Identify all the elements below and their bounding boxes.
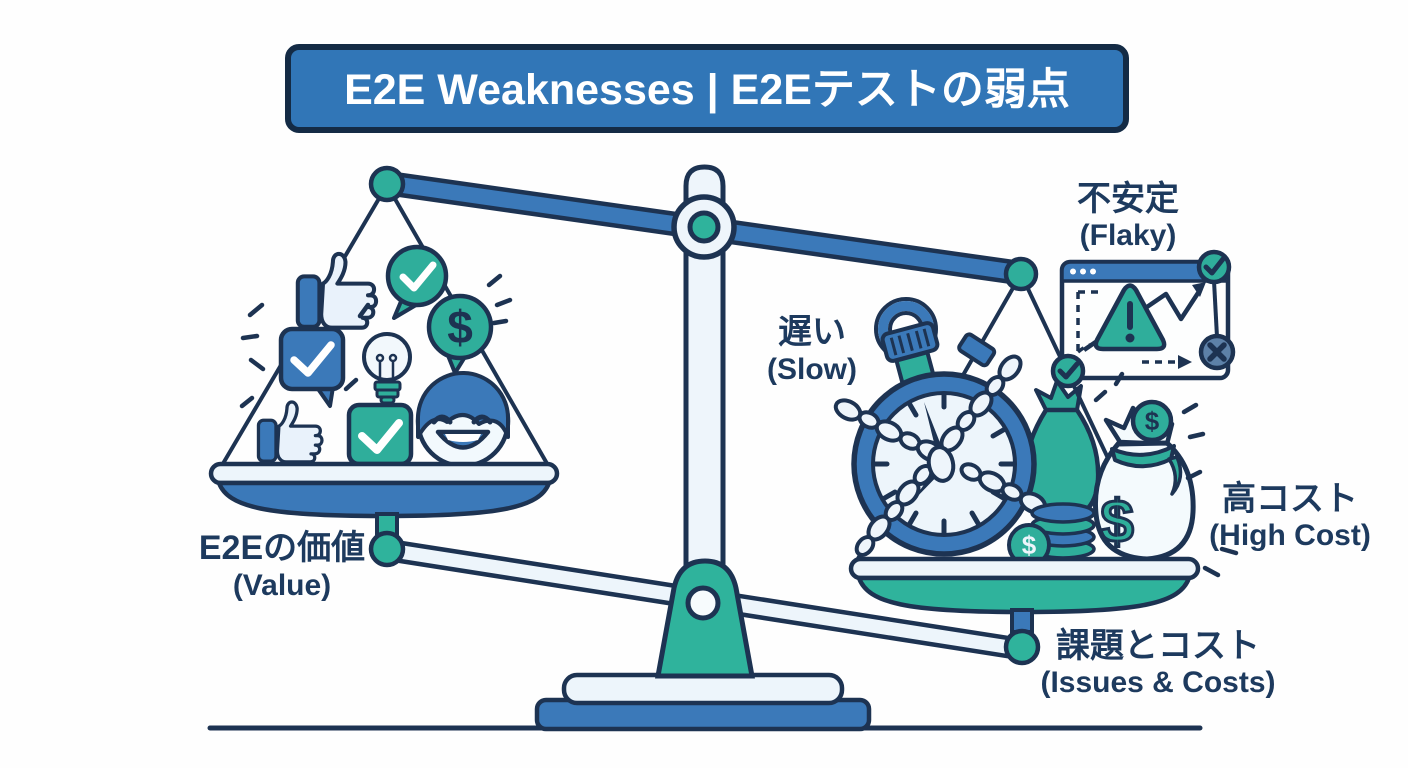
check-square-icon xyxy=(346,402,414,467)
title-banner: E2E Weaknesses | E2Eテストの弱点 xyxy=(285,44,1129,133)
check-icon xyxy=(290,341,335,377)
check-bubble-teal-icon xyxy=(385,244,449,320)
left-pan xyxy=(208,461,560,568)
fail-circle xyxy=(1198,333,1236,371)
bag-ribbon xyxy=(1110,444,1176,469)
warning-triangle-icon xyxy=(1093,283,1167,352)
pedestal xyxy=(655,558,755,679)
titlebar-dot xyxy=(1080,268,1086,275)
label-value-en: (Value) xyxy=(233,569,331,602)
label-issues-costs-jp: 課題とコスト xyxy=(1056,626,1260,665)
sparkle-dashes-left xyxy=(239,273,513,409)
trend-arrowhead xyxy=(1192,282,1206,297)
stopwatch-button xyxy=(957,332,997,368)
flaky-chart-window xyxy=(1059,259,1231,381)
lightbulb-icon xyxy=(362,332,412,405)
label-high-cost-jp: 高コスト xyxy=(1222,480,1358,518)
coin-stack-icon: $ xyxy=(1007,502,1096,567)
dollar-bubble-icon: $ xyxy=(426,293,494,375)
label-slow-jp: 遅い xyxy=(778,313,846,351)
dollar-glyph: $ xyxy=(1022,530,1037,560)
label-issues-costs-en: (Issues & Costs) xyxy=(1040,666,1275,699)
connector-line xyxy=(1212,280,1219,338)
dashed-arrowhead xyxy=(1178,355,1192,369)
pivot xyxy=(671,194,737,260)
eye xyxy=(471,414,493,425)
right-pan-joint xyxy=(1003,628,1041,666)
titlebar-dot xyxy=(1070,268,1076,275)
check-icon xyxy=(1057,361,1080,380)
thumbs-up-icon xyxy=(298,254,376,328)
smiley-face-icon xyxy=(415,371,511,469)
pass-circle-top xyxy=(1196,249,1232,285)
check-bubble-blue-icon xyxy=(278,326,346,408)
dollar-glyph: $ xyxy=(1145,406,1160,436)
x-icon xyxy=(1207,342,1227,362)
left-pan-joint xyxy=(368,530,406,568)
label-flaky-en: (Flaky) xyxy=(1080,219,1177,252)
label-value-jp: E2Eの価値 xyxy=(199,529,365,567)
check-icon xyxy=(399,261,437,292)
check-icon xyxy=(358,419,403,454)
money-bag-teal-icon xyxy=(1023,379,1101,522)
label-slow-en: (Slow) xyxy=(767,353,857,386)
right-pan-rim xyxy=(848,556,1201,581)
right-pan xyxy=(848,556,1201,666)
ribbon-tail xyxy=(1167,455,1183,496)
teeth xyxy=(445,434,481,442)
money-bag-white-icon: $ $ xyxy=(1092,399,1196,562)
label-flaky-jp: 不安定 xyxy=(1077,180,1179,218)
chain-knot xyxy=(926,445,956,483)
dollar-glyph: $ xyxy=(447,301,473,353)
right-pan-bowl xyxy=(855,575,1193,615)
label-high-cost-en: (High Cost) xyxy=(1209,519,1371,552)
page-title: E2E Weaknesses | E2Eテストの弱点 xyxy=(344,66,1070,114)
titlebar-dot xyxy=(1090,268,1096,275)
eye xyxy=(431,414,453,425)
dollar-badge xyxy=(1130,399,1174,443)
center-post xyxy=(683,164,726,575)
pedestal-hole xyxy=(685,585,721,621)
scale-base xyxy=(534,672,872,732)
check-icon xyxy=(1203,256,1226,276)
pass-circle-bottom xyxy=(1050,353,1086,389)
dollar-glyph: $ xyxy=(1100,488,1133,555)
sparkle-dashes-right xyxy=(1093,371,1239,578)
left-pan-bowl xyxy=(215,480,553,519)
thumbs-up-icon-small xyxy=(256,400,324,464)
left-pan-rim xyxy=(208,461,560,486)
